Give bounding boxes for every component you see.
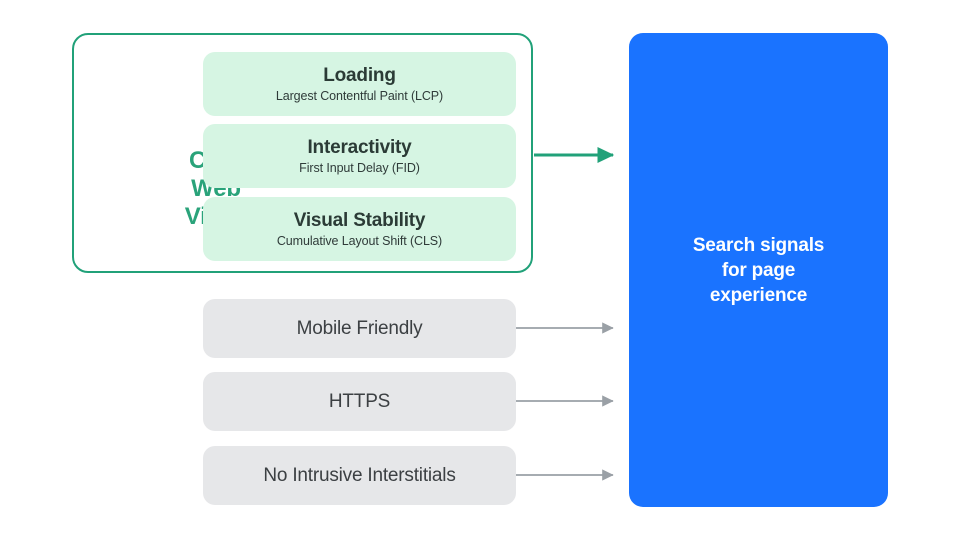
signal-label: Mobile Friendly bbox=[296, 318, 423, 339]
metric-title: Visual Stability bbox=[293, 209, 426, 231]
search-signals-box[interactable]: Search signals for page experience bbox=[629, 33, 888, 507]
metric-title: Interactivity bbox=[307, 136, 412, 158]
metric-card-loading[interactable]: Loading Largest Contentful Paint (LCP) bbox=[203, 52, 516, 116]
no-intrusive-interstitials-card[interactable]: No Intrusive Interstitials bbox=[203, 446, 516, 505]
metric-subtitle: First Input Delay (FID) bbox=[299, 160, 420, 175]
metric-card-visual-stability[interactable]: Visual Stability Cumulative Layout Shift… bbox=[203, 197, 516, 261]
mobile-friendly-card[interactable]: Mobile Friendly bbox=[203, 299, 516, 358]
signal-label: No Intrusive Interstitials bbox=[263, 465, 456, 486]
metric-subtitle: Cumulative Layout Shift (CLS) bbox=[276, 233, 443, 248]
signal-label: HTTPS bbox=[328, 391, 391, 412]
metric-title: Loading bbox=[323, 64, 396, 86]
metric-subtitle: Largest Contentful Paint (LCP) bbox=[275, 88, 444, 103]
https-card[interactable]: HTTPS bbox=[203, 372, 516, 431]
search-signals-text: Search signals for page experience bbox=[692, 234, 825, 306]
metric-card-interactivity[interactable]: Interactivity First Input Delay (FID) bbox=[203, 124, 516, 188]
